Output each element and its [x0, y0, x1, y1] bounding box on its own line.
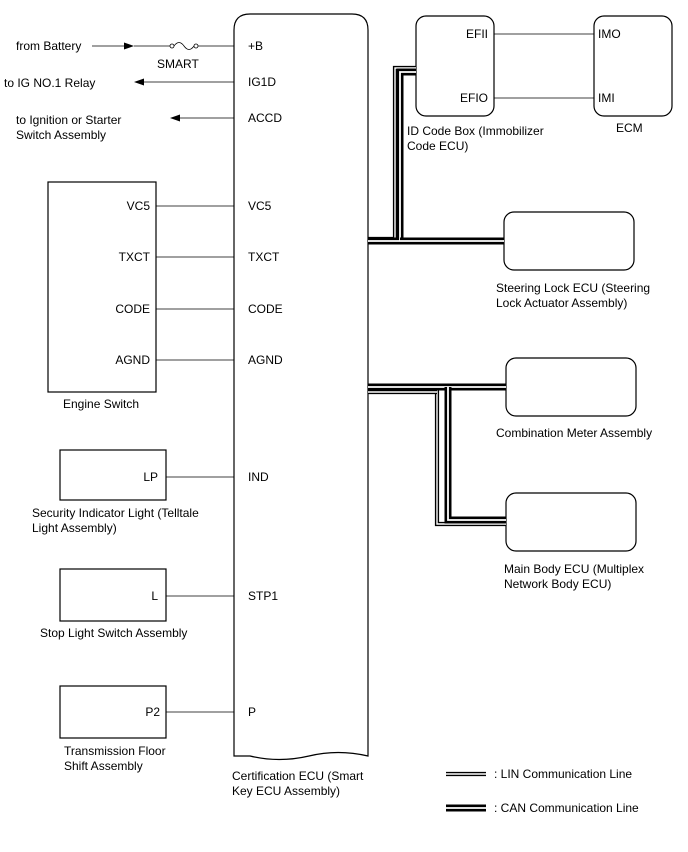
ecu-pin-ind: IND [248, 470, 269, 484]
certification-ecu-label: Key ECU Assembly) [232, 784, 340, 798]
ecm-pin-imi: IMI [598, 91, 615, 105]
stop-light-label: Stop Light Switch Assembly [40, 626, 187, 640]
can-communication-line [368, 68, 416, 245]
engine-switch-pin-vc5: VC5 [127, 199, 151, 213]
engine-switch-pin-code: CODE [115, 302, 150, 316]
id-code-box-label: Code ECU) [407, 139, 468, 153]
transmission-pin: P2 [145, 705, 160, 719]
arrow-left-icon [134, 78, 144, 86]
main-body-label: Main Body ECU (Multiplex [504, 562, 644, 576]
engine-switch-pin-agnd: AGND [115, 353, 150, 367]
ecu-pin-stp1: STP1 [248, 589, 278, 603]
ignition-label: to Ignition or Starter [16, 113, 121, 127]
ecu-pin-agnd: AGND [248, 353, 283, 367]
ecu-pin-accd: ACCD [248, 111, 282, 125]
battery-label: from Battery [16, 39, 81, 53]
main-body-box [505, 492, 637, 552]
ecm-label: ECM [616, 121, 643, 135]
ecu-pin-code: CODE [248, 302, 283, 316]
legend-lin-label: : LIN Communication Line [494, 767, 632, 781]
ecu-pin-vc5: VC5 [248, 199, 272, 213]
combination-meter-label: Combination Meter Assembly [496, 426, 652, 440]
engine-switch-pin-txct: TXCT [119, 250, 151, 264]
security-indicator-box [59, 449, 167, 501]
fuse-label: SMART [157, 57, 199, 71]
fuse-icon [173, 42, 195, 50]
main-body-label: Network Body ECU) [504, 577, 611, 591]
fuse-terminal [169, 43, 175, 49]
legend-can-label: : CAN Communication Line [494, 801, 639, 815]
transmission-label: Shift Assembly [64, 759, 143, 773]
engine-switch-box [47, 181, 157, 393]
steering-lock-box [503, 211, 635, 271]
ecu-pin-txct: TXCT [248, 250, 280, 264]
combination-meter-box [505, 357, 637, 417]
stop-light-box [59, 568, 167, 622]
engine-switch-label: Engine Switch [63, 397, 139, 411]
lin-communication-line [434, 389, 506, 527]
certification-ecu-label: Certification ECU (Smart [232, 769, 364, 783]
ignition-label: Switch Assembly [16, 128, 106, 142]
ecm-box [593, 15, 673, 117]
steering-lock-label: Lock Actuator Assembly) [496, 296, 627, 310]
fuse-terminal [193, 43, 199, 49]
steering-lock-label: Steering Lock ECU (Steering [496, 281, 650, 295]
ecu-pin-ig1d: IG1D [248, 75, 276, 89]
security-indicator-label: Security Indicator Light (Telltale [32, 506, 199, 520]
id-code-box-label: ID Code Box (Immobilizer [407, 124, 544, 138]
id-code-box-pin-efii: EFII [466, 27, 488, 41]
arrow-left-icon [170, 114, 180, 122]
arrow-right-icon [124, 42, 134, 50]
ecu-pin-b: +B [248, 39, 263, 53]
security-indicator-label: Light Assembly) [32, 521, 117, 535]
id-code-box-pin-efio: EFIO [460, 91, 488, 105]
ecu-pin-p: P [248, 705, 256, 719]
stop-light-pin: L [151, 589, 158, 603]
ecm-pin-imo: IMO [598, 27, 621, 41]
ig-relay-label: to IG NO.1 Relay [4, 76, 95, 90]
security-indicator-pin: LP [143, 470, 158, 484]
lin-communication-line [368, 65, 416, 242]
transmission-label: Transmission Floor [64, 744, 166, 758]
certification-ecu-box [233, 13, 369, 761]
can-communication-line [444, 387, 506, 524]
